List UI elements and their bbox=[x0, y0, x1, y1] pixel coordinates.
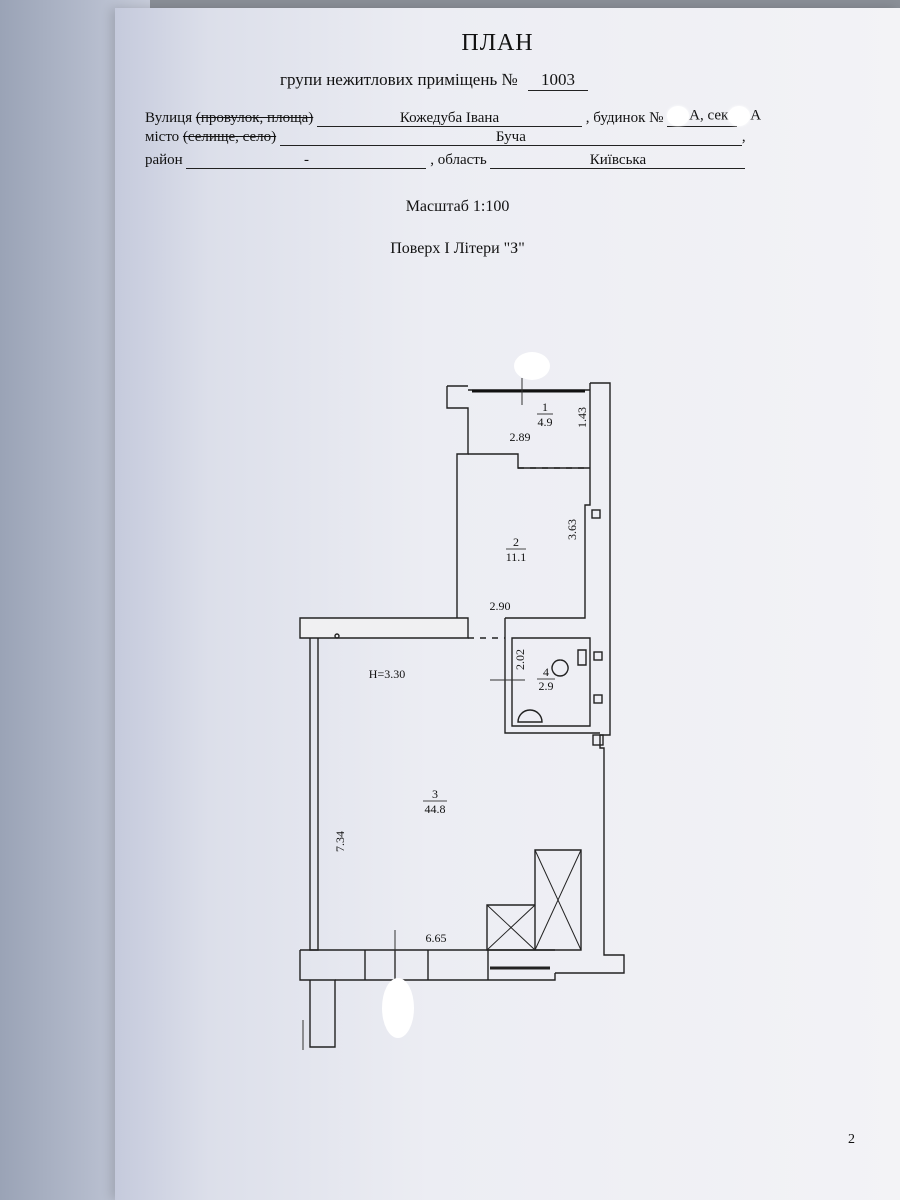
wall-top bbox=[447, 385, 590, 391]
section-suffix: А bbox=[750, 107, 762, 124]
dim-room2-height: 3.63 bbox=[565, 519, 579, 540]
subtitle-prefix: групи нежитлових приміщень № bbox=[280, 70, 518, 89]
region-label: , область bbox=[430, 152, 487, 168]
redacted-mark bbox=[728, 106, 751, 126]
redaction-mark bbox=[514, 352, 550, 380]
document-sheet: ПЛАН групи нежитлових приміщень № 1003 В… bbox=[115, 8, 900, 1200]
city-label-struck: (селище, село) bbox=[182, 129, 277, 145]
wall-room2-right bbox=[505, 390, 591, 619]
wall-left-upper bbox=[446, 386, 469, 618]
house-suffix: А, сек bbox=[689, 107, 729, 124]
room-1-number: 1 bbox=[542, 400, 548, 414]
room-4-area: 2.9 bbox=[539, 679, 554, 693]
room-2-number: 2 bbox=[513, 535, 519, 549]
city-value: Буча bbox=[279, 129, 742, 146]
dim-room3-width: 6.65 bbox=[426, 931, 447, 945]
floor-label: Поверх I Літери "З" bbox=[390, 240, 525, 257]
city-row: місто (селище, село) Буча, bbox=[145, 129, 746, 146]
room-3-area: 44.8 bbox=[425, 802, 446, 816]
room-2-area: 11.1 bbox=[506, 550, 527, 564]
room-4-number: 4 bbox=[543, 665, 549, 679]
room-4-inner bbox=[511, 637, 591, 727]
dim-room3-height: 7.34 bbox=[333, 831, 347, 852]
wall-right bbox=[555, 382, 625, 974]
district-label: район bbox=[145, 152, 183, 168]
dim-room1-height: 1.43 bbox=[575, 407, 589, 428]
ceiling-height: H=3.30 bbox=[369, 667, 405, 681]
sink-icon bbox=[517, 709, 543, 723]
city-label: місто bbox=[145, 129, 183, 145]
street-value: Кожедуба Івана bbox=[317, 110, 583, 127]
shaft bbox=[486, 849, 582, 951]
house-field: А, сек А bbox=[667, 106, 761, 127]
street-label-struck: (провулок, площа) bbox=[195, 110, 314, 126]
district-value: - bbox=[186, 152, 427, 169]
document-subtitle: групи нежитлових приміщень № 1003 bbox=[280, 70, 588, 91]
street-row: Вулиця (провулок, площа) Кожедуба Івана … bbox=[145, 106, 761, 127]
dim-room2-width: 2.90 bbox=[490, 599, 511, 613]
redaction-mark bbox=[382, 978, 414, 1038]
group-number: 1003 bbox=[527, 70, 588, 91]
dim-room4-height: 2.02 bbox=[513, 649, 527, 670]
district-row: район - , область Київська bbox=[145, 152, 746, 169]
region-value: Київська bbox=[490, 152, 746, 169]
dim-room1-width: 2.89 bbox=[510, 430, 531, 444]
house-label: , будинок № bbox=[585, 110, 664, 126]
room-1-area: 4.9 bbox=[538, 415, 553, 429]
room-3-number: 3 bbox=[432, 787, 438, 801]
scale-label: Масштаб 1:100 bbox=[405, 198, 510, 215]
page-number: 2 bbox=[848, 1132, 855, 1147]
document-title: ПЛАН bbox=[461, 30, 534, 56]
redacted-mark bbox=[667, 106, 690, 126]
wall-horizontal bbox=[299, 617, 469, 639]
street-label: Вулиця bbox=[145, 110, 196, 126]
wall-room3-left bbox=[309, 638, 319, 951]
city-comma: , bbox=[741, 129, 746, 145]
toilet-icon bbox=[551, 649, 587, 677]
